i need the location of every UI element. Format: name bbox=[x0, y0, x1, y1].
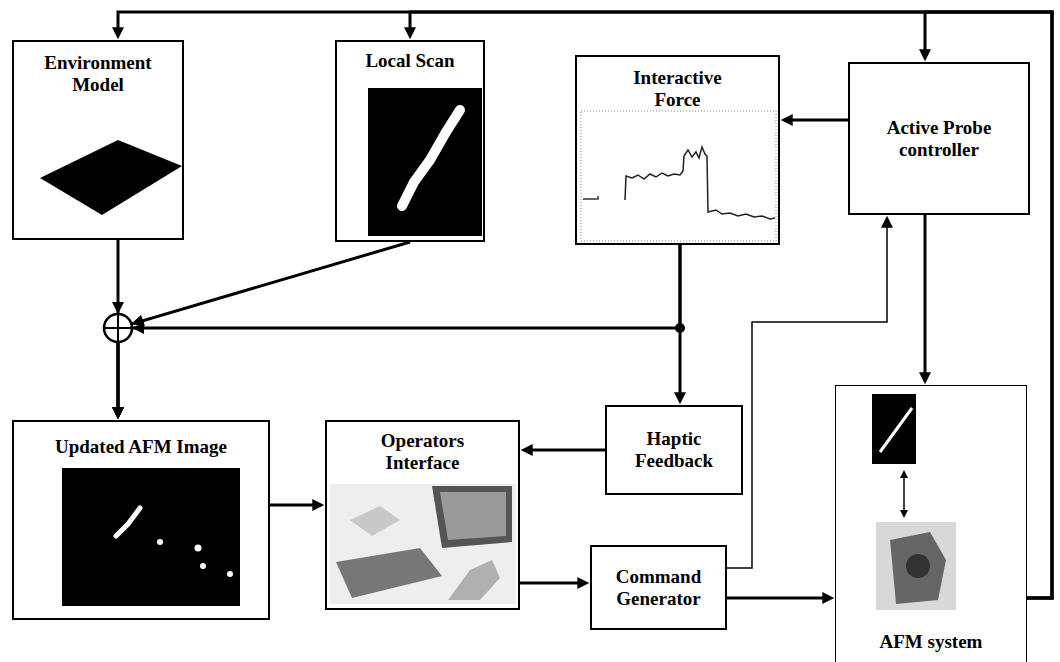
node-label: Interactive Force bbox=[613, 67, 743, 111]
force-trace bbox=[625, 147, 775, 219]
nanotube-trace bbox=[116, 508, 140, 536]
connector-arrow bbox=[924, 215, 927, 380]
chart-frame bbox=[581, 111, 776, 241]
haptic-device bbox=[350, 506, 400, 536]
particle bbox=[195, 545, 202, 552]
arrow-head bbox=[131, 315, 145, 326]
monitor-screen bbox=[440, 492, 506, 540]
node-label: Updated AFM Image bbox=[55, 436, 227, 458]
connector-arrow bbox=[727, 597, 830, 600]
connector-arrow bbox=[118, 245, 680, 415]
keyboard bbox=[336, 548, 442, 598]
haptic-device bbox=[448, 560, 500, 600]
node-label: Local Scan bbox=[365, 50, 454, 72]
connector-arrow bbox=[118, 12, 1052, 598]
arrow-head bbox=[112, 302, 124, 314]
node-label: Command Generator bbox=[609, 566, 709, 610]
updated-afm-image bbox=[62, 468, 240, 606]
node-label: AFM system bbox=[880, 631, 983, 653]
force-trace bbox=[583, 196, 598, 199]
operator-photo bbox=[330, 484, 516, 604]
particle bbox=[227, 571, 233, 577]
afm-instrument bbox=[906, 554, 930, 578]
process-box: Operators Interface bbox=[325, 420, 520, 610]
system-box: AFM system bbox=[835, 385, 1027, 662]
process-box: Active Probe controller bbox=[848, 62, 1030, 215]
arrow-head bbox=[900, 470, 908, 478]
process-box: Command Generator bbox=[590, 545, 727, 630]
afm-scan bbox=[872, 394, 916, 464]
afm-instrument bbox=[890, 532, 946, 604]
particle bbox=[157, 539, 163, 545]
force-chart bbox=[581, 111, 776, 241]
process-box: Environment Model bbox=[12, 40, 184, 240]
image-ground bbox=[62, 468, 240, 606]
branch-dot bbox=[675, 323, 685, 333]
scan-ground bbox=[368, 88, 482, 236]
connector-arrow bbox=[525, 449, 605, 452]
connector-arrow bbox=[270, 504, 320, 507]
connector-arrow bbox=[925, 12, 1052, 598]
arrow-head bbox=[900, 510, 908, 518]
connector-arrow bbox=[520, 582, 585, 585]
process-box: Haptic Feedback bbox=[605, 405, 743, 495]
process-box: Updated AFM Image bbox=[12, 420, 270, 620]
connector-arrow bbox=[785, 119, 848, 122]
photo-ground bbox=[330, 484, 516, 604]
particle bbox=[200, 563, 206, 569]
afm-system-images bbox=[872, 394, 956, 610]
afm-photo bbox=[876, 522, 956, 610]
local-scan-image bbox=[368, 88, 482, 236]
process-box: Interactive Force bbox=[575, 55, 780, 245]
double-arrow bbox=[903, 476, 905, 512]
connector-arrow bbox=[410, 12, 1052, 598]
node-label: Environment Model bbox=[28, 52, 168, 96]
node-label: Operators Interface bbox=[368, 430, 478, 474]
nanotube-trace bbox=[880, 408, 912, 452]
monitor bbox=[432, 486, 512, 548]
environment-model-image bbox=[40, 140, 182, 215]
summing-junction bbox=[104, 314, 132, 342]
surface-plane bbox=[40, 140, 182, 215]
nanotube-trace bbox=[402, 110, 460, 206]
connector-arrow bbox=[679, 245, 682, 400]
process-box: Local Scan bbox=[335, 40, 485, 242]
connector-arrow bbox=[727, 220, 887, 568]
node-label: Active Probe controller bbox=[874, 117, 1004, 161]
summing-cross bbox=[117, 314, 119, 342]
node-label: Haptic Feedback bbox=[624, 428, 724, 472]
